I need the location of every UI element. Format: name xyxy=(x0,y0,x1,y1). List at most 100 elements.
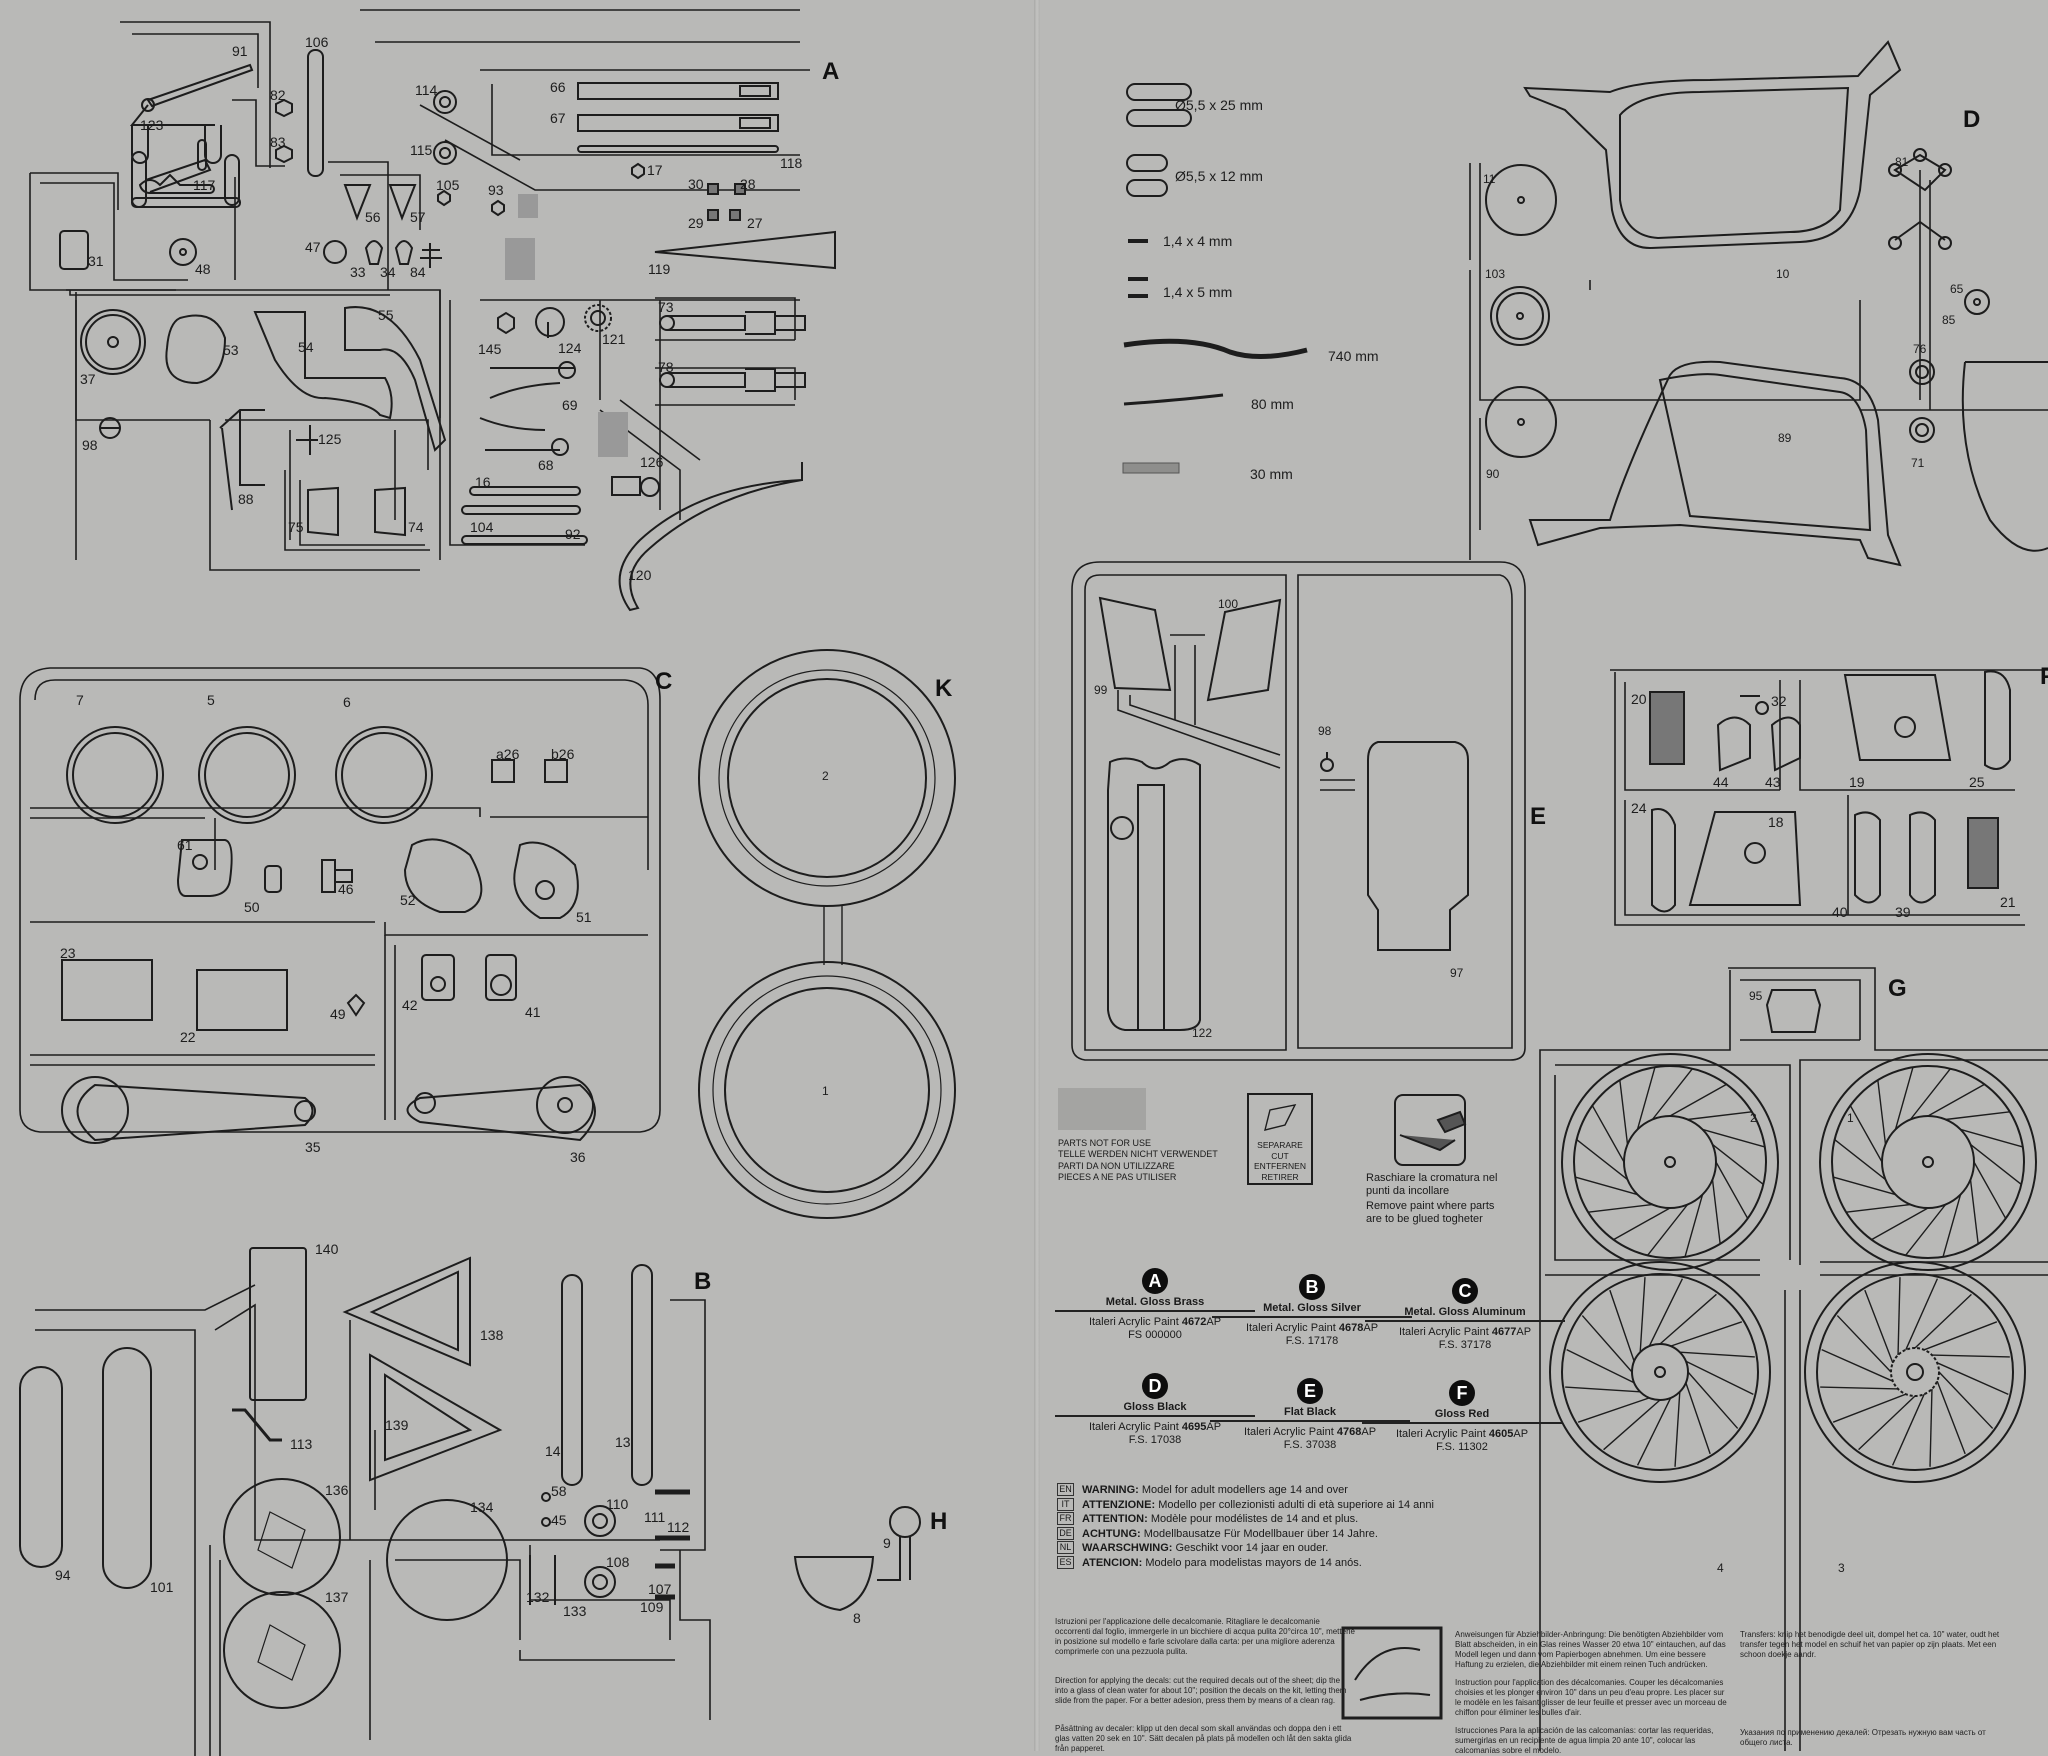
part-13-shape xyxy=(631,1264,653,1486)
part-66-shape xyxy=(577,82,779,100)
wheel-spoke xyxy=(1712,1143,1764,1185)
part-number-a: 55 xyxy=(378,307,394,323)
part-119-shape xyxy=(654,230,836,270)
paint-fs-code: F.S. 17178 xyxy=(1285,1335,1339,1348)
part-76-shape xyxy=(1909,359,1935,385)
part-53-shape xyxy=(165,314,227,385)
part-57-shape xyxy=(388,184,417,221)
part-123-shape xyxy=(131,139,241,208)
wheel-spoke xyxy=(1846,1203,1911,1213)
part-100-shape xyxy=(1206,598,1282,702)
part-98-keyhole xyxy=(1320,752,1334,772)
part-number-a: 104 xyxy=(470,519,494,535)
paint-name: Metal. Gloss Brass xyxy=(1055,1296,1255,1312)
warning-body: Geschikt voor 14 jaar en ouder. xyxy=(1175,1542,1329,1554)
part-mudguard-shape xyxy=(1961,361,2048,552)
part-39-shape xyxy=(1909,811,1936,904)
part-138-shape xyxy=(342,1256,471,1367)
wheel-spoke xyxy=(1687,1371,1739,1429)
part-89-shape xyxy=(1485,164,1557,236)
part-number-a: 30 xyxy=(688,176,704,192)
part-number-f: 18 xyxy=(1768,814,1784,830)
part-97-shape xyxy=(1367,741,1469,951)
part-58-45-washers xyxy=(541,1492,551,1527)
part-number-a: 119 xyxy=(648,261,671,277)
part-number-f: 32 xyxy=(1771,693,1787,709)
part-93-shape xyxy=(491,199,505,217)
paint-name: Metal. Gloss Aluminum xyxy=(1365,1306,1565,1322)
part-145-shape xyxy=(497,311,515,335)
part-number-a: 75 xyxy=(288,519,304,535)
part-54-shape xyxy=(253,311,393,420)
part-74-shape xyxy=(374,486,406,537)
part-50-shape xyxy=(264,865,282,893)
part-118-shape xyxy=(577,145,779,153)
part-number-b: 110 xyxy=(606,1496,629,1512)
wheel-spoke xyxy=(1834,1139,1886,1181)
part-number-b: 132 xyxy=(526,1589,550,1605)
part-number-d: 90 xyxy=(1486,467,1500,481)
hardware-label-spring-long: Ø5,5 x 25 mm xyxy=(1175,97,1263,113)
part-69-shape xyxy=(489,361,576,399)
paint-code-suffix: AP xyxy=(1206,1316,1222,1328)
part-number-a: 74 xyxy=(408,519,424,535)
paint-code: 4695 xyxy=(1181,1421,1207,1433)
part-number-e: 98 xyxy=(1318,724,1332,738)
part-99-shape xyxy=(1098,596,1172,692)
part-number-a: 68 xyxy=(538,457,554,473)
part-6-ring xyxy=(335,726,433,824)
wheel-spoke xyxy=(1832,1176,1896,1196)
decal-instructions-nl: Transfers: knip het benodigde deel uit, … xyxy=(1740,1630,2000,1659)
part-110-shape xyxy=(584,1505,616,1537)
part-number-a: 57 xyxy=(410,209,426,225)
part-number-h: 8 xyxy=(853,1610,861,1626)
wheel-spoke xyxy=(1581,1315,1633,1373)
part-5-ring xyxy=(198,726,296,824)
part-number-k: 2 xyxy=(822,769,829,783)
part-number-d: 103 xyxy=(1485,267,1506,281)
part-17-shape xyxy=(631,162,645,180)
part-number-k: 1 xyxy=(822,1084,829,1098)
part-number-a: 123 xyxy=(140,117,164,133)
warning-title: ACHTUNG: xyxy=(1082,1527,1141,1540)
part-49-shape xyxy=(346,993,366,1017)
wheel-spoke xyxy=(1639,1277,1646,1353)
wheel-spoke xyxy=(1591,1105,1625,1163)
hardware-label-spring-short: Ø5,5 x 12 mm xyxy=(1175,168,1263,184)
part-number-c: 5 xyxy=(207,692,215,708)
paint-letter-badge: F xyxy=(1449,1380,1475,1406)
part-122-tank xyxy=(1107,757,1201,1031)
part-number-a: 83 xyxy=(270,134,286,150)
not-for-use-text: PARTS NOT FOR USE xyxy=(1058,1138,1152,1148)
part-40-shape xyxy=(1854,811,1881,904)
part-94-shape xyxy=(19,1366,63,1568)
cut-text: SEPARARE xyxy=(1257,1140,1303,1150)
part-number-a: 67 xyxy=(550,110,566,126)
paint-fs-code: F.S. 37038 xyxy=(1283,1439,1337,1452)
wheel-spoke xyxy=(1670,1321,1743,1347)
wheel-spoke xyxy=(1659,1293,1717,1345)
part-number-b: 133 xyxy=(563,1603,587,1619)
part-42-shape xyxy=(421,954,455,1001)
part-number-h: 9 xyxy=(883,1535,891,1551)
wheel-spoke xyxy=(1565,1386,1641,1393)
part-140-shape xyxy=(249,1247,307,1401)
part-number-c: 41 xyxy=(525,1004,541,1020)
wheel-spoke xyxy=(1679,1351,1755,1358)
part-68-shape xyxy=(479,417,569,456)
part-30-28-29-27-shapes xyxy=(707,183,746,221)
part-number-b: 139 xyxy=(385,1417,409,1433)
not-for-use-text: PARTI DA NON UTILIZZARE xyxy=(1058,1160,1175,1171)
part-11-frame xyxy=(1523,40,1902,250)
part-65-shape xyxy=(1888,220,1952,250)
sprue-h-label: H xyxy=(930,1508,948,1535)
part-23-shape xyxy=(61,959,153,1021)
part-21-shape xyxy=(1967,817,1999,889)
paint-name: Flat Black xyxy=(1210,1406,1410,1422)
part-number-d: 65 xyxy=(1950,282,1964,296)
language-code: ES xyxy=(1057,1555,1074,1569)
